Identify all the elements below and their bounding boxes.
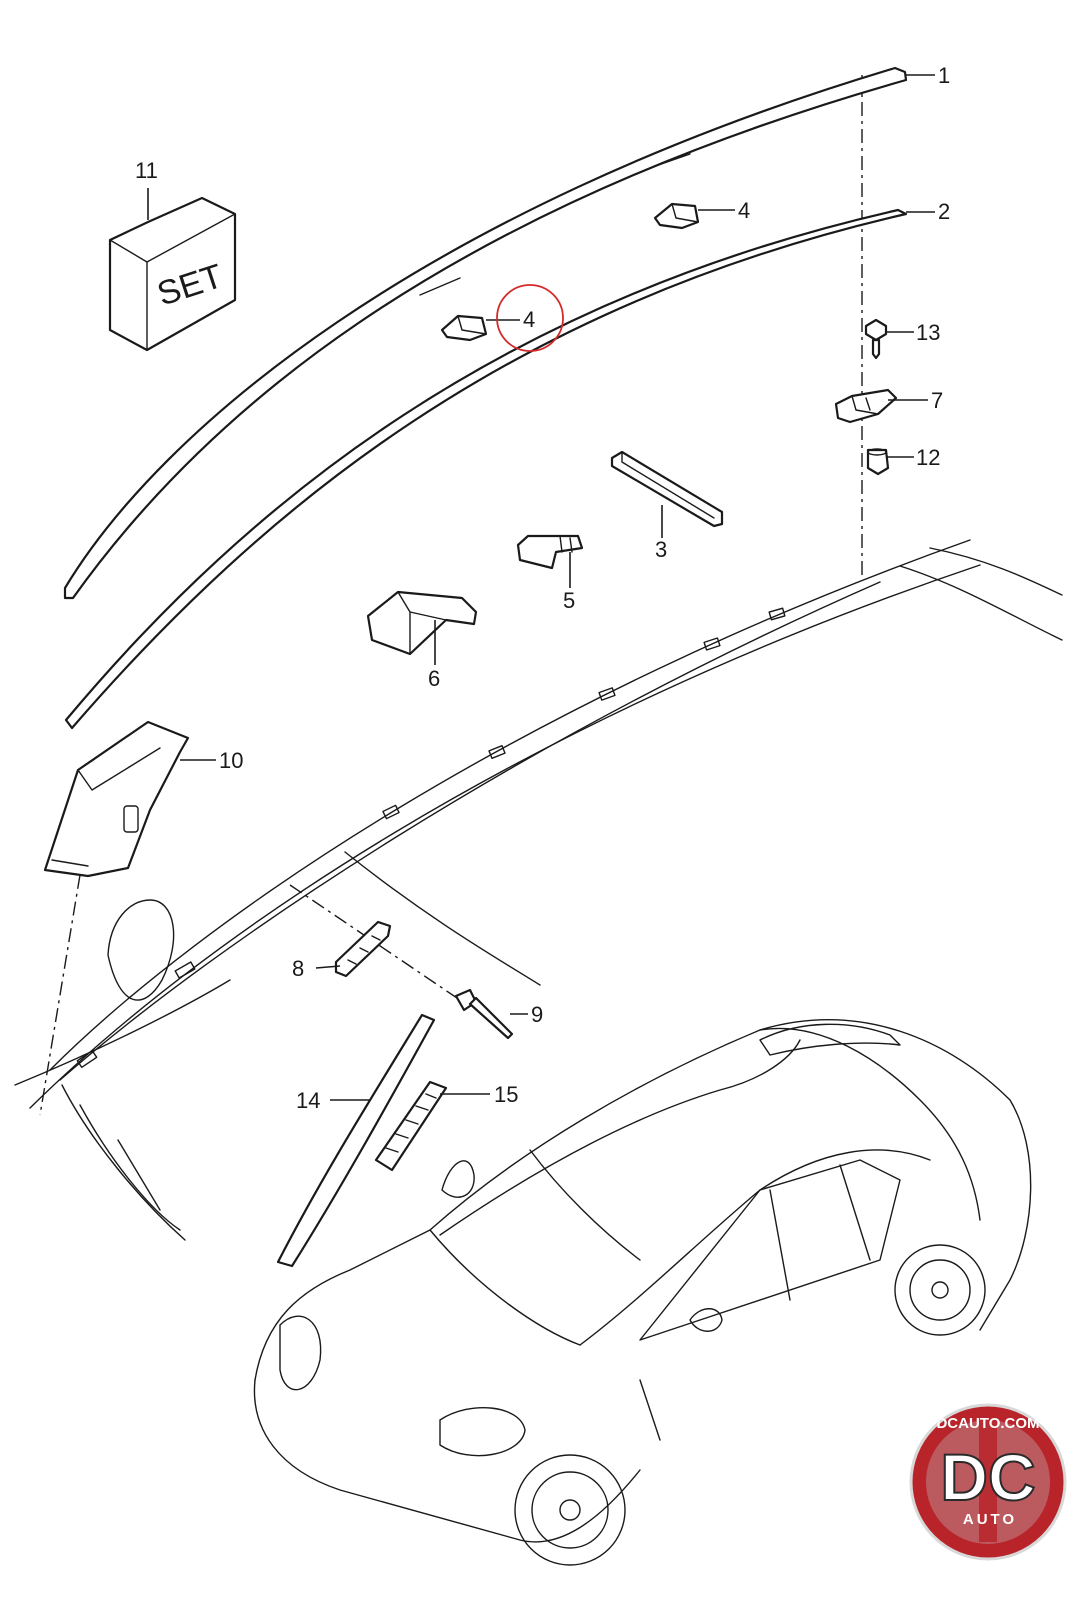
callout-5: 5 bbox=[563, 588, 575, 613]
part-10-end-cap bbox=[43, 720, 190, 878]
callout-6: 6 bbox=[428, 666, 440, 691]
car-illustration bbox=[253, 1019, 1032, 1566]
callout-8: 8 bbox=[292, 956, 304, 981]
callout-15: 15 bbox=[494, 1082, 518, 1107]
roof-body-outline bbox=[14, 539, 1063, 1241]
callout-11: 11 bbox=[135, 158, 158, 183]
part-4-clip-lower bbox=[440, 314, 488, 342]
callout-12: 12 bbox=[916, 445, 940, 470]
part-9-pin bbox=[454, 988, 514, 1040]
part-8-rail bbox=[334, 920, 392, 978]
part-4-clip-upper bbox=[653, 202, 700, 230]
callout-2: 2 bbox=[938, 199, 950, 224]
part-11-set-box: SET bbox=[108, 196, 237, 352]
part-5-clip bbox=[516, 534, 584, 570]
part-15-toothed-rail bbox=[374, 1080, 448, 1172]
highlight-circle bbox=[496, 284, 564, 352]
part-2-roof-trim-inner bbox=[64, 208, 908, 730]
callout-3: 3 bbox=[655, 537, 667, 562]
callout-14: 14 bbox=[296, 1088, 320, 1113]
logo-main-text: DC bbox=[940, 1440, 1035, 1514]
logo-bottom-text: AUTO bbox=[963, 1511, 1017, 1528]
callout-4-lower: 4 bbox=[523, 307, 535, 332]
part-14-strip bbox=[276, 1013, 436, 1268]
callout-13: 13 bbox=[916, 320, 940, 345]
part-3-trim-bracket bbox=[610, 450, 724, 528]
logo-top-text: DCAUTO.COM bbox=[936, 1415, 1039, 1432]
callout-4-upper: 4 bbox=[738, 198, 750, 223]
leader-lines bbox=[147, 74, 935, 1101]
callout-labels: 1 2 3 4 4 5 6 7 8 9 10 11 12 13 14 15 bbox=[135, 63, 950, 1113]
part-7-bracket bbox=[834, 388, 898, 424]
dcauto-watermark-logo: DCAUTO.COM DC AUTO bbox=[909, 1403, 1067, 1561]
part-12-nut bbox=[866, 448, 890, 476]
callout-1: 1 bbox=[938, 63, 950, 88]
part-13-screw bbox=[864, 318, 888, 360]
alignment-line-left bbox=[39, 874, 81, 1116]
callout-9: 9 bbox=[531, 1002, 543, 1027]
part-1-roof-trim-outer bbox=[63, 66, 908, 600]
callout-7: 7 bbox=[931, 388, 943, 413]
part-6-bracket bbox=[366, 590, 478, 656]
callout-10: 10 bbox=[219, 748, 243, 773]
